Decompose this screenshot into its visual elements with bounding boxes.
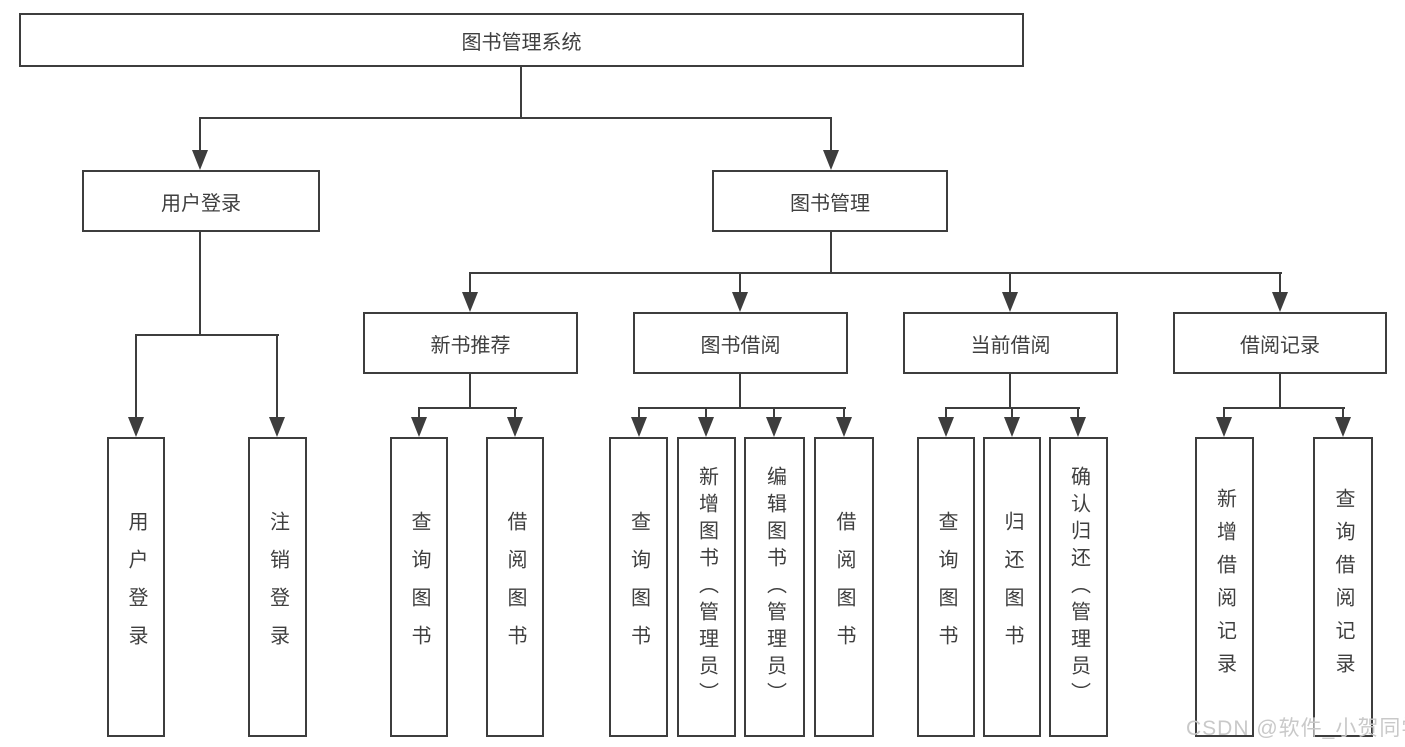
arrow-down-icon (1335, 417, 1351, 437)
connector-line (945, 407, 947, 419)
node-label: 归还图书 (1001, 511, 1023, 663)
connector-line (638, 407, 846, 409)
arrow-down-icon (411, 417, 427, 437)
node-label: 图书借阅 (700, 334, 781, 357)
node-label: 用户登录 (161, 192, 241, 215)
node-label: 用户登录 (125, 511, 147, 663)
arrow-down-icon (128, 417, 144, 437)
connector-line (1279, 373, 1281, 409)
node-label: 编辑图书（管理员） (763, 465, 786, 709)
arrow-down-icon (462, 292, 478, 312)
connector-line (135, 334, 279, 336)
leaf-user-login: 用户登录 (107, 437, 165, 737)
connector-line (469, 373, 471, 409)
node-label: 新增借阅记录 (1213, 488, 1236, 686)
node-label: 新增图书（管理员） (695, 465, 718, 709)
node-label: 确认归还（管理员） (1067, 465, 1090, 709)
connector-line (1223, 407, 1225, 419)
node-label: 图书管理系统 (461, 31, 582, 54)
node-label: 借阅图书 (833, 511, 855, 663)
leaf-query-books-recommend: 查询图书 (390, 437, 448, 737)
arrow-down-icon (631, 417, 647, 437)
leaf-borrow-books-recommend: 借阅图书 (486, 437, 544, 737)
leaf-edit-books-admin: 编辑图书（管理员） (744, 437, 805, 737)
arrow-down-icon (732, 292, 748, 312)
node-label: 图书管理 (790, 192, 870, 215)
arrow-down-icon (1272, 292, 1288, 312)
connector-line (418, 407, 420, 419)
node-current-borrowing: 当前借阅 (903, 312, 1118, 374)
node-borrowing-records: 借阅记录 (1173, 312, 1387, 374)
connector-line (276, 334, 278, 417)
connector-line (199, 232, 201, 335)
arrow-down-icon (1216, 417, 1232, 437)
node-label: 查询图书 (935, 511, 957, 663)
arrow-down-icon (507, 417, 523, 437)
connector-line (830, 117, 832, 151)
leaf-return-books: 归还图书 (983, 437, 1041, 737)
connector-line (199, 117, 832, 119)
arrow-down-icon (1070, 417, 1086, 437)
connector-line (1011, 407, 1013, 419)
connector-line (469, 272, 471, 292)
connector-line (739, 272, 741, 292)
connector-line (520, 66, 522, 118)
node-label: 查询借阅记录 (1332, 488, 1354, 686)
connector-line (1009, 272, 1011, 292)
connector-line (739, 373, 741, 409)
arrow-down-icon (192, 150, 208, 170)
arrow-down-icon (1004, 417, 1020, 437)
node-book-borrowing: 图书借阅 (633, 312, 848, 374)
connector-line (469, 272, 1282, 274)
arrow-down-icon (823, 150, 839, 170)
node-label: 借阅图书 (504, 511, 526, 663)
node-label: 新书推荐 (430, 334, 511, 357)
connector-line (638, 407, 640, 419)
arrow-down-icon (938, 417, 954, 437)
leaf-query-books-borrowing: 查询图书 (609, 437, 668, 737)
connector-line (1009, 373, 1011, 409)
leaf-logout-login: 注销登录 (248, 437, 307, 737)
arrow-down-icon (1002, 292, 1018, 312)
connector-line (1279, 272, 1281, 292)
node-label: 查询图书 (627, 511, 650, 663)
leaf-confirm-return-admin: 确认归还（管理员） (1049, 437, 1108, 737)
connector-line (1342, 407, 1344, 419)
arrow-down-icon (269, 417, 285, 437)
node-label: 查询图书 (408, 511, 430, 663)
connector-line (514, 407, 516, 419)
leaf-add-books-admin: 新增图书（管理员） (677, 437, 736, 737)
node-label: 注销登录 (266, 511, 289, 663)
leaf-query-borrow-record: 查询借阅记录 (1313, 437, 1373, 737)
connector-line (1077, 407, 1079, 419)
arrow-down-icon (836, 417, 852, 437)
watermark: CSDN @软件_小贺同学 (1186, 717, 1405, 740)
leaf-query-books-current: 查询图书 (917, 437, 975, 737)
connector-line (843, 407, 845, 419)
node-user-login: 用户登录 (82, 170, 320, 232)
connector-line (1223, 407, 1345, 409)
connector-line (830, 232, 832, 273)
node-new-book-recommend: 新书推荐 (363, 312, 578, 374)
node-library-management-system: 图书管理系统 (19, 13, 1024, 67)
node-label: 当前借阅 (970, 334, 1051, 357)
node-label: 借阅记录 (1240, 334, 1320, 357)
arrow-down-icon (698, 417, 714, 437)
leaf-add-borrow-record: 新增借阅记录 (1195, 437, 1254, 737)
leaf-borrow-books: 借阅图书 (814, 437, 874, 737)
arrow-down-icon (766, 417, 782, 437)
connector-line (705, 407, 707, 419)
connector-line (135, 334, 137, 417)
node-book-management: 图书管理 (712, 170, 948, 232)
connector-line (199, 117, 201, 151)
connector-line (773, 407, 775, 419)
connector-line (418, 407, 517, 409)
